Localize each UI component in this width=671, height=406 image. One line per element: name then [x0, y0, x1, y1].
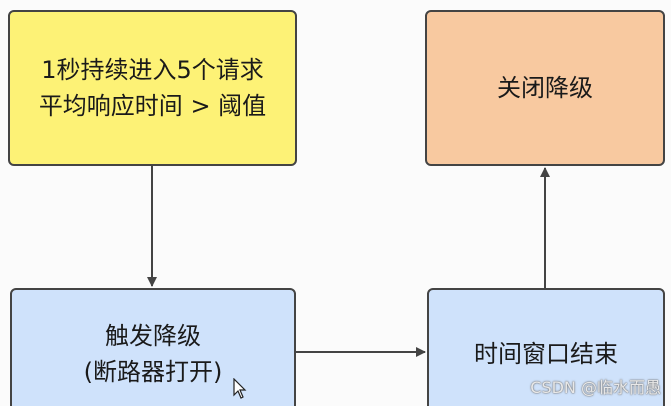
node-trigger-condition: 1秒持续进入5个请求 平均响应时间 > 阈值	[8, 10, 297, 166]
node-window-end: 时间窗口结束	[427, 288, 665, 406]
node-degrade-open: 触发降级 (断路器打开)	[10, 288, 296, 406]
node-open-line2: (断路器打开)	[83, 358, 223, 386]
node-trigger-line2: 平均响应时间 > 阈值	[38, 92, 267, 120]
mouse-pointer-icon	[233, 378, 247, 399]
node-close-line1: 关闭降级	[497, 74, 593, 102]
node-open-line1: 触发降级	[105, 322, 201, 350]
watermark-text: CSDN @临水而愚	[530, 378, 661, 397]
node-trigger-line1: 1秒持续进入5个请求	[41, 56, 264, 84]
node-window-line1: 时间窗口结束	[474, 340, 618, 368]
node-degrade-close: 关闭降级	[425, 10, 665, 166]
